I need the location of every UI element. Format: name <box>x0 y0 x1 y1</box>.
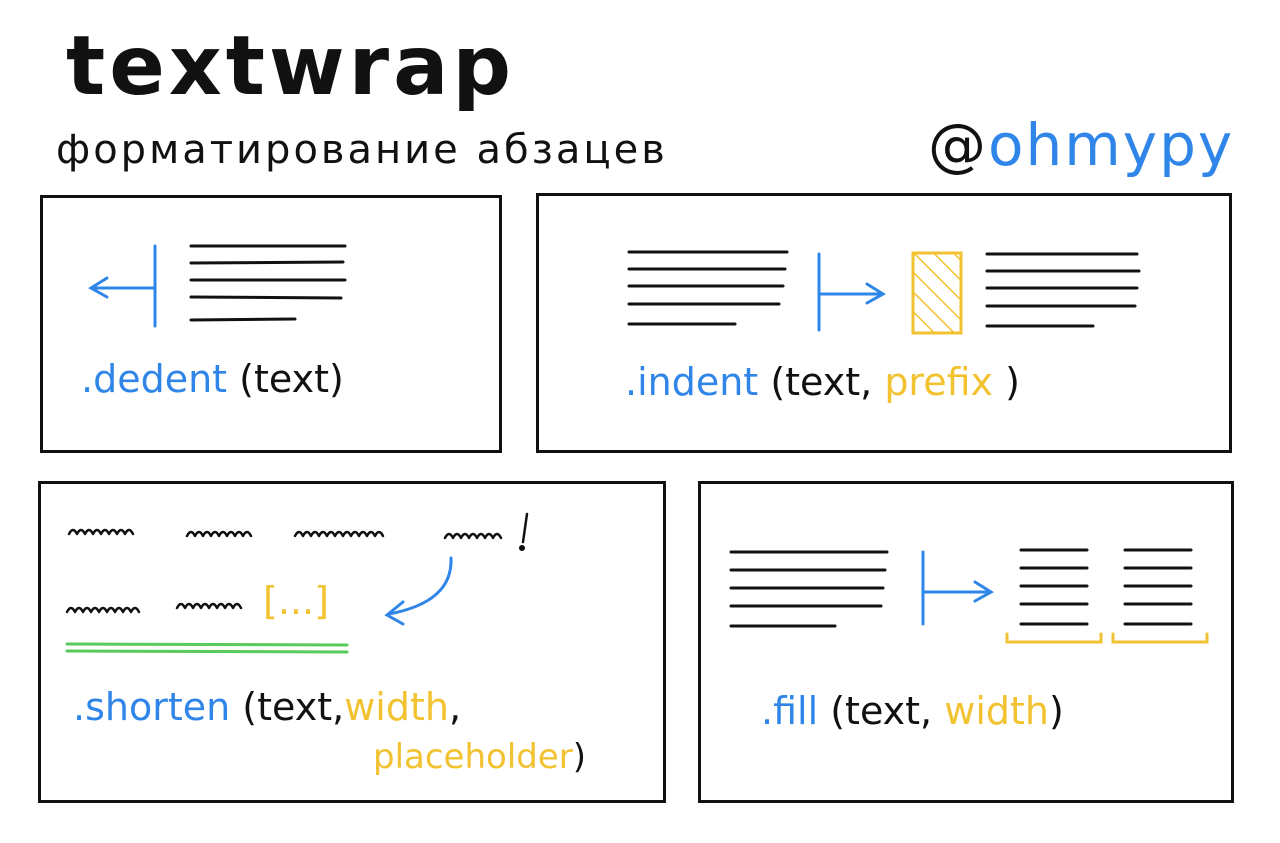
curved-arrow-icon <box>384 556 453 626</box>
fill-width: width <box>944 689 1049 733</box>
shorten-args-end: ) <box>572 737 587 777</box>
panel-indent: .indent (text, prefix ) <box>536 193 1232 453</box>
indent-method: .indent <box>625 360 759 404</box>
dedent-method: .dedent <box>81 357 228 401</box>
hatched-prefix-icon <box>911 251 963 335</box>
indent-code: .indent (text, prefix ) <box>625 363 1020 401</box>
dedent-args: (text) <box>239 357 344 401</box>
fill-args-end: ) <box>1048 689 1064 733</box>
right-arrow-icon <box>817 252 886 332</box>
dedent-code: .dedent (text) <box>81 360 344 398</box>
panel-fill: .fill (text, width) <box>698 481 1234 803</box>
shorten-code-line2: placeholder) <box>373 740 586 774</box>
fill-method: .fill <box>761 689 819 733</box>
column-lines-icon <box>1019 548 1193 626</box>
handle-at: @ <box>928 111 988 179</box>
text-lines-icon <box>729 550 889 628</box>
shorten-args-start: (text, <box>242 685 345 729</box>
panel-dedent: .dedent (text) <box>40 195 502 453</box>
indent-args-start: (text, <box>770 360 873 404</box>
handle-name: ohmypy <box>988 111 1235 179</box>
indent-illustration <box>627 250 1141 335</box>
scribble-text-icon <box>65 512 529 614</box>
page-subtitle: форматирование абзацев <box>56 127 668 173</box>
shorten-illustration <box>65 512 529 654</box>
shorten-code: .shorten (text,width, <box>73 688 461 726</box>
author-handle: @ohmypy <box>928 116 1234 174</box>
shorten-method: .shorten <box>73 685 231 729</box>
fill-args-start: (text, <box>830 689 933 733</box>
column-brackets-icon <box>1005 632 1209 644</box>
dedent-illustration <box>88 244 347 328</box>
fill-code: .fill (text, width) <box>761 692 1064 730</box>
panel-shorten: [...] .shorten (text,width, placeholder) <box>38 481 666 803</box>
shorten-placeholder: placeholder <box>373 737 573 777</box>
indent-prefix: prefix <box>884 360 994 404</box>
fill-illustration <box>729 548 1209 644</box>
right-arrow-icon <box>921 550 994 626</box>
shorten-width: width <box>344 685 449 729</box>
text-lines-icon <box>985 252 1141 328</box>
indent-args-end: ) <box>1005 360 1020 404</box>
shorten-comma: , <box>448 685 462 729</box>
left-arrow-icon <box>88 244 157 328</box>
placeholder-mark: [...] <box>263 579 329 623</box>
text-lines-icon <box>627 250 789 326</box>
green-underline-icon <box>65 642 349 654</box>
text-lines-icon <box>189 244 347 322</box>
page-title: textwrap <box>66 19 516 114</box>
